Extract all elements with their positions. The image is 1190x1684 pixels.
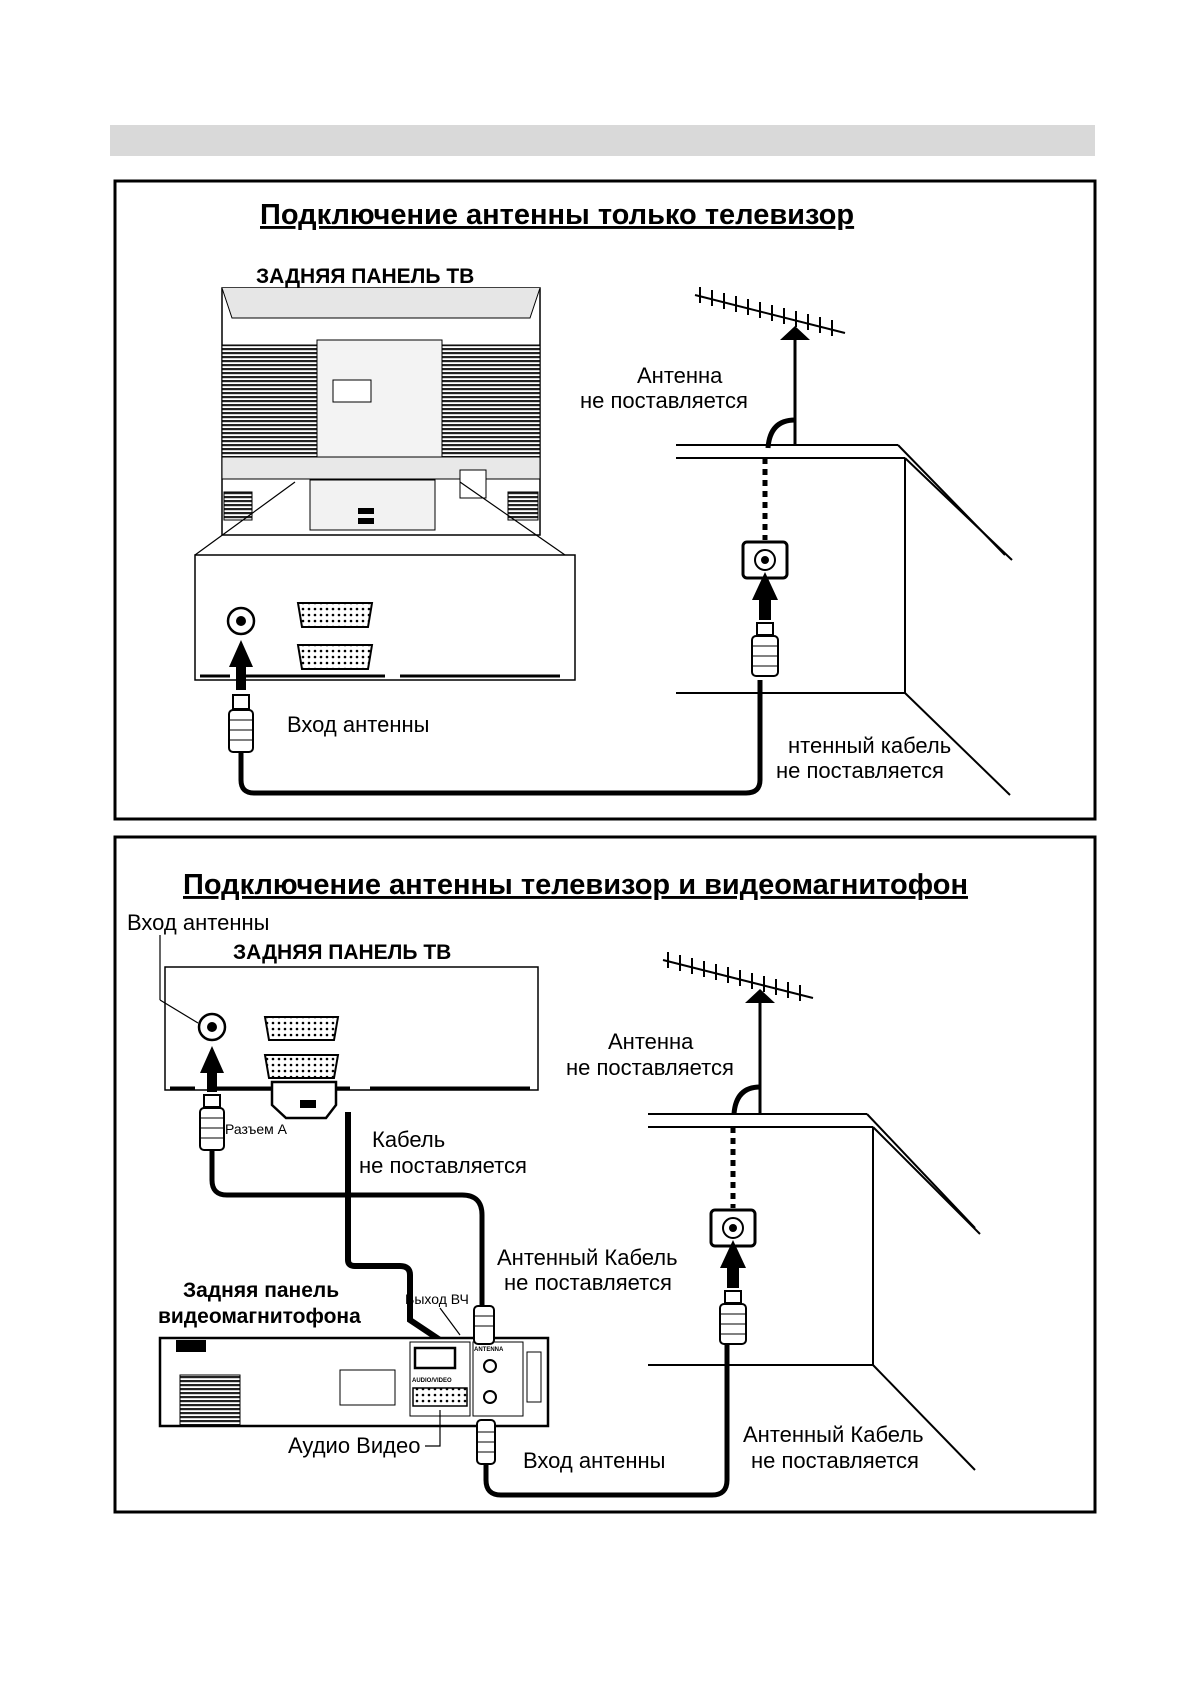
section-tv-and-vcr: Подключение антенны телевизор и видеомаг… [113,835,1097,1514]
section1-room [676,444,1013,796]
scart-cable [345,1112,442,1343]
section1-antenna-line2: не поставляется [580,388,748,413]
vcr-scart-plug [413,1346,457,1370]
section2-scart-2 [263,1054,340,1079]
section1-antenna-cable [238,680,763,796]
section2-wall-plug-arrow [719,1240,747,1345]
section1-frame [113,179,1097,821]
connector-a-label: Разъем А [225,1121,288,1137]
vcr-antenna-in-socket [483,1390,497,1404]
section2-room [648,1113,981,1471]
section2-antenna-input-top: Вход антенны [127,910,269,935]
section1-antenna-icon [694,287,846,445]
section1-tv-back-label: ЗАДНЯЯ ПАНЕЛЬ ТВ [256,265,474,288]
scart-connector-2 [296,644,374,670]
header-bar [110,125,1095,156]
section2-antenna-icon [662,952,814,1114]
vcr-panel-antenna: ANTENNA [474,1347,504,1353]
section2-title: Подключение антенны телевизор и видеомаг… [183,869,968,901]
vcr-rear: AUDIO/VIDEO ANTENNA [158,1336,550,1428]
vcr-antenna-in-plug [476,1419,496,1465]
section1-title: Подключение антенны только телевизор [260,199,854,231]
scart-plug-a [270,1080,338,1120]
section2-antenna-line1: Антенна [608,1029,694,1054]
scart-connector-1 [296,602,374,628]
vcr-panel-audio-video: AUDIO/VIDEO [412,1378,452,1384]
section-tv-only: Подключение антенны только телевизор ЗАД… [113,179,1097,821]
tv-rear-housing [194,287,566,556]
tv-plug-arrow [228,640,254,753]
audio-video-label: Аудио Видео [288,1433,420,1458]
section1-antenna-line1: Антенна [637,363,723,388]
section2-scart-1 [263,1016,340,1041]
section2-cable-line1: Кабель [372,1127,445,1152]
section2-tv-back-label: ЗАДНЯЯ ПАНЕЛЬ ТВ [233,941,451,964]
wall-to-vcr-cable [483,1340,730,1498]
vcr-back-line2: видеомагнитофона [158,1305,361,1328]
section2-cable-line2: не поставляется [359,1153,527,1178]
tv-connector-panel [194,554,576,681]
vcr-rf-out-socket [483,1359,497,1373]
vcr-rf-out-plug [473,1305,495,1345]
section2-antenna-cable2-line2: не поставляется [751,1448,919,1473]
tv-to-vcr-rf-cable [209,1150,485,1310]
section2-antenna-cable1-line1: Антенный Кабель [497,1245,678,1270]
section1-wall-socket [741,540,789,580]
section2-tv-panel [159,935,539,1091]
section1-antenna-input-label: Вход антенны [287,712,429,737]
section1-wall-plug-arrow [751,572,779,677]
section2-tv-plug-arrow [199,1046,225,1151]
section2-frame [113,835,1097,1514]
section1-cable-line1: нтенный кабель [788,733,951,758]
section1-cable-line2: не поставляется [776,758,944,783]
rf-out-label: Выход ВЧ [405,1291,469,1307]
section2-antenna-cable1-line2: не поставляется [504,1270,672,1295]
vcr-back-line1: Задняя панель [183,1279,339,1302]
section2-antenna-cable2-line1: Антенный Кабель [743,1422,924,1447]
section2-antenna-input-bottom: Вход антенны [523,1448,665,1473]
section2-antenna-line2: не поставляется [566,1055,734,1080]
